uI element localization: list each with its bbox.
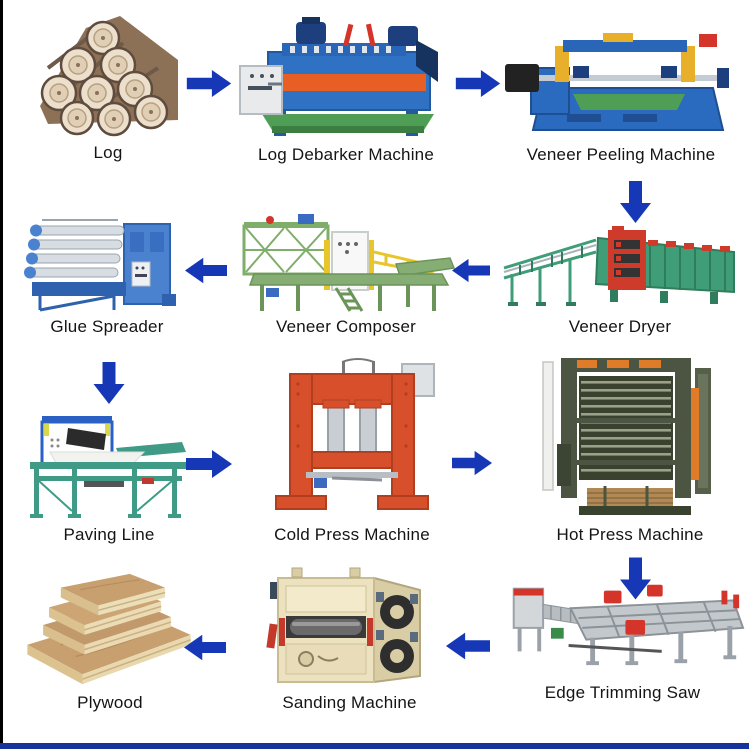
paving-line-illustration [30, 416, 188, 518]
step-label: Veneer Dryer [568, 317, 672, 336]
arrow-left-icon [446, 632, 490, 660]
veneer-peeling-illustration [505, 33, 729, 131]
cold-press-illustration [275, 358, 435, 510]
step-sanding-machine: Sanding Machine [262, 564, 437, 713]
arrow-right-icon [186, 450, 232, 478]
plywood-stack-illustration [27, 573, 191, 685]
step-label: Edge Trimming Saw [544, 683, 701, 702]
step-label: Veneer Peeling Machine [526, 145, 716, 164]
step-label: Glue Spreader [50, 317, 164, 336]
arrow-right-icon [452, 449, 492, 477]
step-hot-press: Hot Press Machine [535, 348, 725, 545]
step-log: Log [28, 8, 188, 163]
arrow-down-icon [620, 557, 651, 600]
step-cold-press: Cold Press Machine [262, 356, 442, 545]
arrow-left-icon [185, 257, 227, 284]
step-veneer-composer: Veneer Composer [236, 210, 456, 337]
step-veneer-dryer: Veneer Dryer [500, 210, 740, 337]
hot-press-illustration [542, 358, 711, 515]
log-pile-illustration [40, 16, 178, 137]
step-veneer-peeling: Veneer Peeling Machine [503, 18, 739, 165]
step-label: Log [93, 143, 123, 162]
step-edge-trimming-saw: Edge Trimming Saw [500, 566, 745, 703]
veneer-dryer-illustration [503, 226, 735, 306]
step-label: Hot Press Machine [556, 525, 704, 544]
arrow-down-icon [93, 362, 125, 404]
arrow-left-icon [184, 634, 226, 661]
bottom-accent-bar [0, 743, 749, 749]
step-label: Cold Press Machine [274, 525, 430, 544]
left-edge-border [0, 0, 3, 749]
step-label: Paving Line [63, 525, 155, 544]
veneer-composer-illustration [242, 214, 456, 312]
step-log-debarker: Log Debarker Machine [238, 14, 454, 165]
arrow-right-icon [186, 70, 232, 97]
step-label: Plywood [77, 693, 143, 712]
step-label: Sanding Machine [282, 693, 417, 712]
step-plywood: Plywood [20, 568, 200, 713]
arrow-left-icon [452, 257, 490, 284]
arrow-down-icon [620, 181, 651, 223]
glue-spreader-illustration [24, 219, 176, 312]
log-debarker-illustration [239, 17, 438, 136]
step-glue-spreader: Glue Spreader [22, 206, 192, 337]
step-paving-line: Paving Line [24, 356, 194, 545]
step-label: Veneer Composer [275, 317, 417, 336]
edge-trimming-saw-illustration [512, 584, 745, 666]
arrow-right-icon [455, 70, 501, 97]
sanding-machine-illustration [266, 567, 421, 684]
step-label: Log Debarker Machine [258, 145, 434, 164]
